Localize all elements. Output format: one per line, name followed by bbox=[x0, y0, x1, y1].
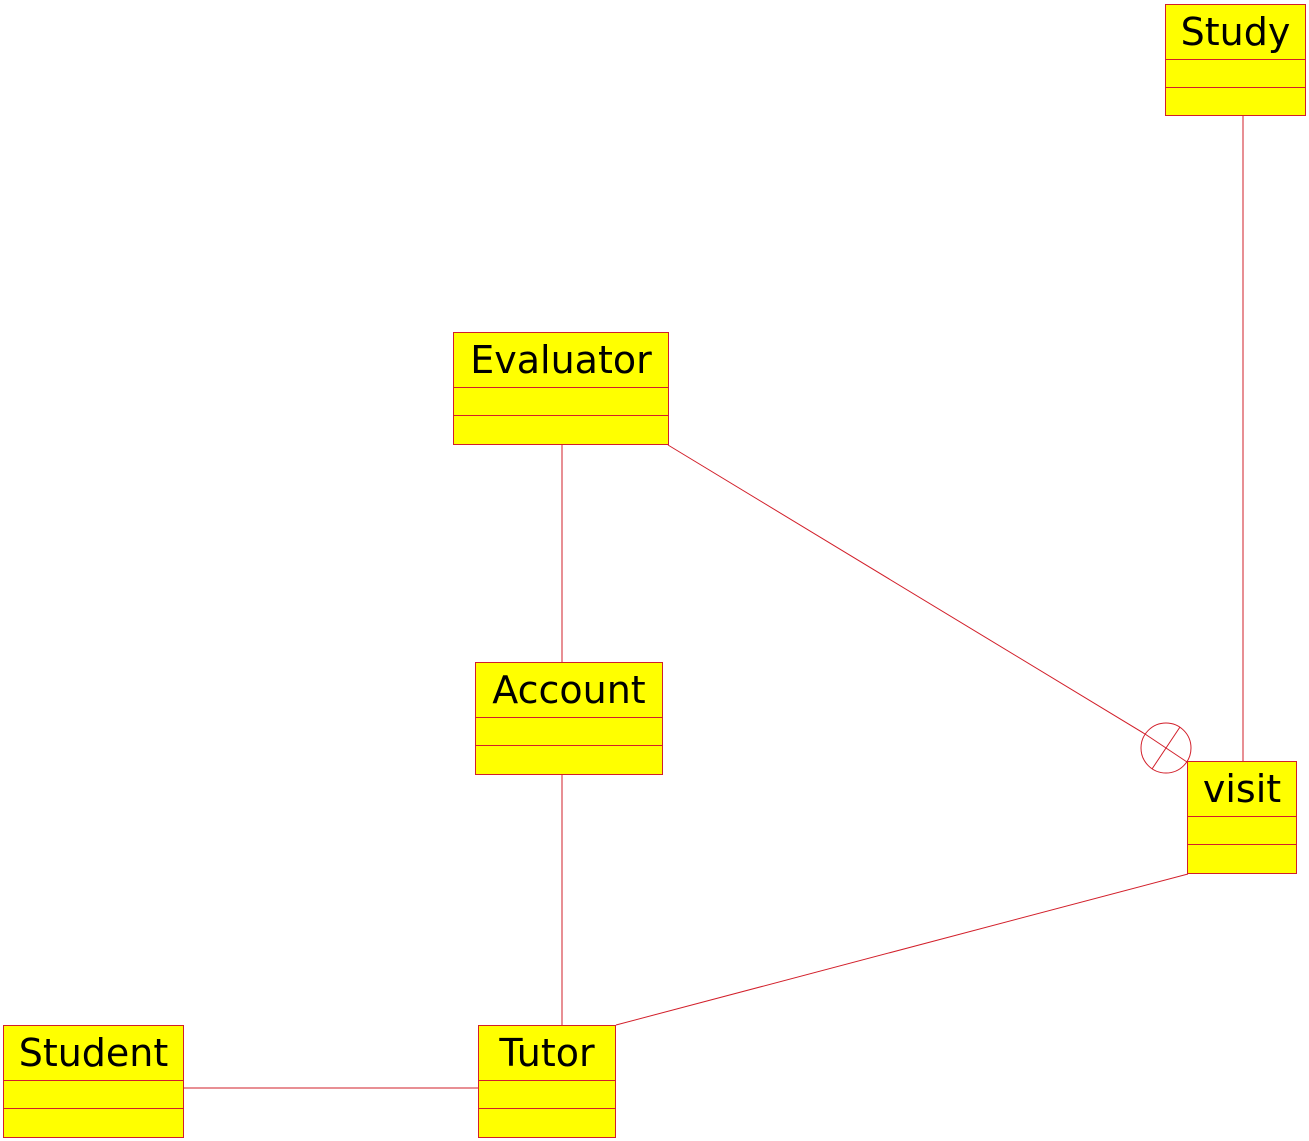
class-study[interactable]: Study bbox=[1165, 4, 1306, 116]
class-evaluator[interactable]: Evaluator bbox=[453, 332, 669, 445]
attributes-compartment bbox=[1188, 817, 1296, 845]
operations-compartment bbox=[479, 1109, 615, 1137]
operations-compartment bbox=[454, 416, 668, 444]
class-name: visit bbox=[1188, 762, 1296, 817]
class-name: Account bbox=[476, 663, 662, 718]
class-name: Study bbox=[1166, 5, 1305, 60]
class-name: Student bbox=[4, 1026, 183, 1081]
attributes-compartment bbox=[454, 388, 668, 416]
operations-compartment bbox=[4, 1109, 183, 1137]
association-evaluator-visit[interactable] bbox=[667, 444, 1146, 735]
class-visit[interactable]: visit bbox=[1187, 761, 1297, 874]
class-name: Tutor bbox=[479, 1026, 615, 1081]
attributes-compartment bbox=[4, 1081, 183, 1109]
class-name: Evaluator bbox=[454, 333, 668, 388]
containment-marker-icon bbox=[1140, 722, 1192, 774]
operations-compartment bbox=[1188, 845, 1296, 873]
attributes-compartment bbox=[479, 1081, 615, 1109]
attributes-compartment bbox=[1166, 60, 1305, 88]
association-visit-tutor[interactable] bbox=[615, 873, 1189, 1026]
attributes-compartment bbox=[476, 718, 662, 746]
class-tutor[interactable]: Tutor bbox=[478, 1025, 616, 1138]
class-account[interactable]: Account bbox=[475, 662, 663, 775]
operations-compartment bbox=[1166, 88, 1305, 115]
class-student[interactable]: Student bbox=[3, 1025, 184, 1138]
operations-compartment bbox=[476, 746, 662, 774]
